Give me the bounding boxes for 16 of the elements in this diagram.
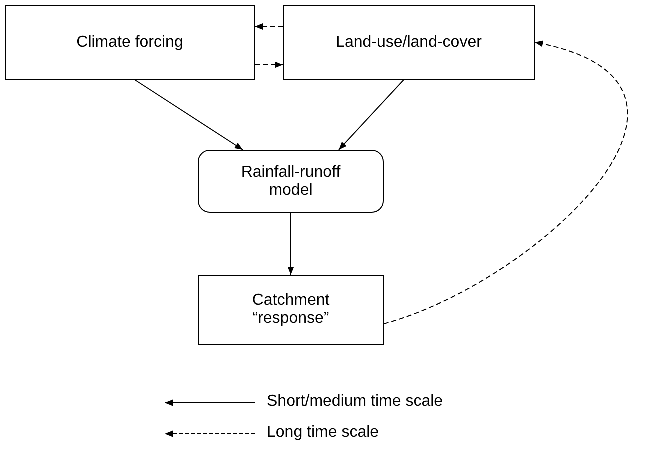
arrow bbox=[338, 80, 404, 150]
box-label: Catchment “response” bbox=[251, 292, 331, 328]
legend-label: Short/medium time scale bbox=[267, 393, 444, 411]
box bbox=[5, 5, 255, 80]
box-label: Rainfall-runoff model bbox=[240, 164, 342, 200]
arrow bbox=[134, 80, 244, 150]
box bbox=[198, 275, 384, 345]
dashed-arrow bbox=[254, 62, 284, 68]
dashed-arrow bbox=[254, 24, 284, 30]
dashed-arrow bbox=[384, 42, 628, 324]
box-label: Land-use/land-cover bbox=[335, 34, 483, 52]
arrow bbox=[288, 212, 294, 276]
box-label: Climate forcing bbox=[76, 34, 184, 52]
legend-label: Long time scale bbox=[267, 424, 380, 442]
process-box bbox=[198, 150, 384, 213]
box bbox=[283, 5, 535, 80]
